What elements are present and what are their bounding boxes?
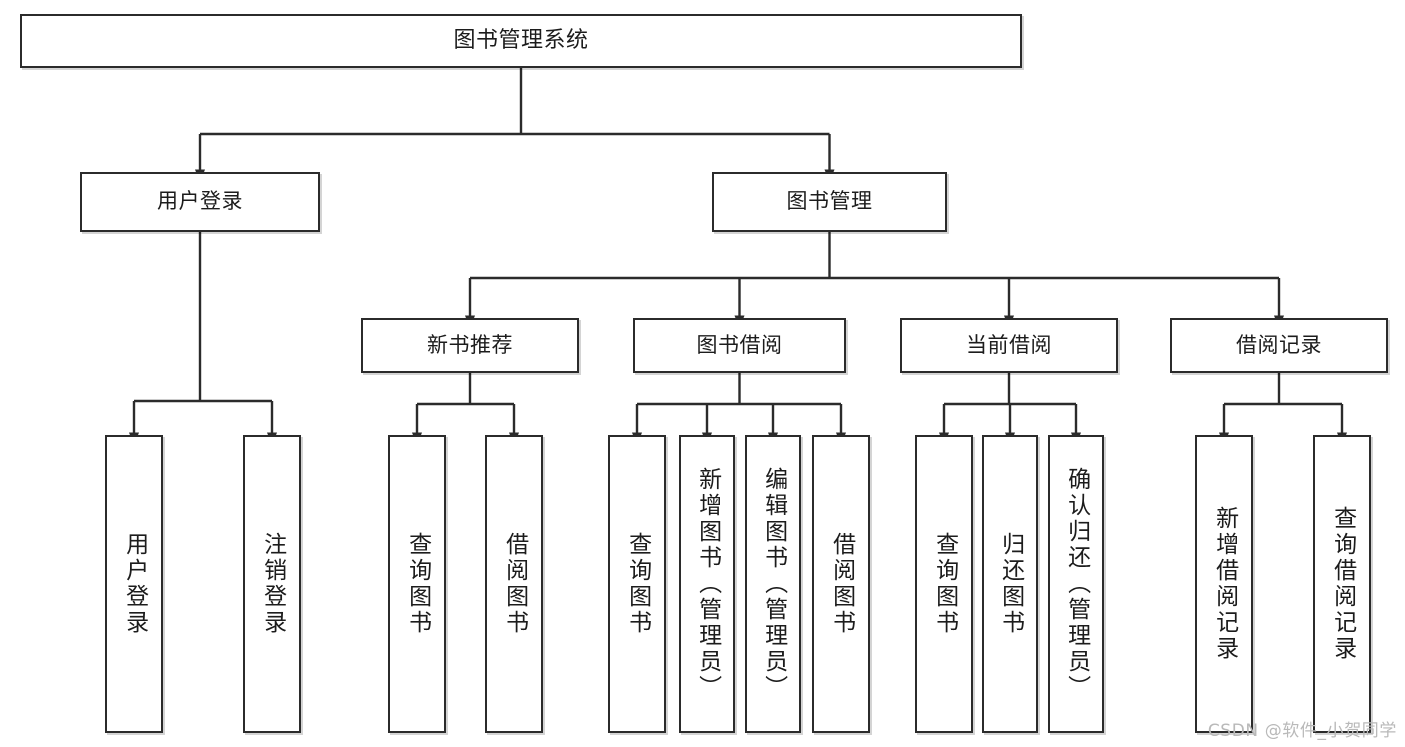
- node-l4-d1[interactable]: 查询图书: [915, 435, 973, 733]
- node-label: 图书借阅: [696, 332, 783, 357]
- node-label: 借阅图书: [501, 532, 528, 636]
- node-label: 编辑图书（管理员）: [760, 467, 787, 701]
- node-label: 新增图书（管理员）: [694, 467, 721, 701]
- node-l4-c2[interactable]: 新增图书（管理员）: [679, 435, 735, 733]
- node-l3-borrow[interactable]: 图书借阅: [633, 318, 846, 373]
- node-label: 用户登录: [121, 532, 148, 636]
- node-l4-b1[interactable]: 查询图书: [388, 435, 446, 733]
- node-label: 查询图书: [624, 532, 651, 636]
- node-l3-newbook[interactable]: 新书推荐: [361, 318, 579, 373]
- node-l4-c1[interactable]: 查询图书: [608, 435, 666, 733]
- node-label: 查询图书: [931, 532, 958, 636]
- node-label: 图书管理系统: [453, 27, 589, 53]
- node-l4-b2[interactable]: 借阅图书: [485, 435, 543, 733]
- node-l4-d3[interactable]: 确认归还（管理员）: [1048, 435, 1104, 733]
- node-label: 查询借阅记录: [1329, 506, 1356, 662]
- node-l4-d2[interactable]: 归还图书: [982, 435, 1038, 733]
- node-label: 注销登录: [259, 532, 286, 636]
- node-label: 归还图书: [997, 532, 1024, 636]
- node-label: 当前借阅: [966, 332, 1052, 357]
- watermark-text: CSDN @软件_小贺同学: [1207, 721, 1397, 741]
- node-l4-c3[interactable]: 编辑图书（管理员）: [745, 435, 801, 733]
- node-label: 用户登录: [157, 189, 243, 214]
- node-l4-e2[interactable]: 查询借阅记录: [1313, 435, 1371, 733]
- node-l4-a2[interactable]: 注销登录: [243, 435, 301, 733]
- node-label: 借阅图书: [828, 532, 855, 636]
- node-l4-a1[interactable]: 用户登录: [105, 435, 163, 733]
- node-label: 确认归还（管理员）: [1063, 467, 1090, 701]
- node-l4-c4[interactable]: 借阅图书: [812, 435, 870, 733]
- node-label: 新书推荐: [427, 332, 513, 357]
- node-label: 查询图书: [404, 532, 431, 636]
- node-l3-current[interactable]: 当前借阅: [900, 318, 1118, 373]
- node-l2-books[interactable]: 图书管理: [712, 172, 947, 232]
- node-label: 新增借阅记录: [1211, 506, 1238, 662]
- node-l2-login[interactable]: 用户登录: [80, 172, 320, 232]
- node-l3-record[interactable]: 借阅记录: [1170, 318, 1388, 373]
- node-label: 图书管理: [786, 189, 873, 214]
- node-root[interactable]: 图书管理系统: [20, 14, 1022, 68]
- node-l4-e1[interactable]: 新增借阅记录: [1195, 435, 1253, 733]
- node-label: 借阅记录: [1236, 332, 1322, 357]
